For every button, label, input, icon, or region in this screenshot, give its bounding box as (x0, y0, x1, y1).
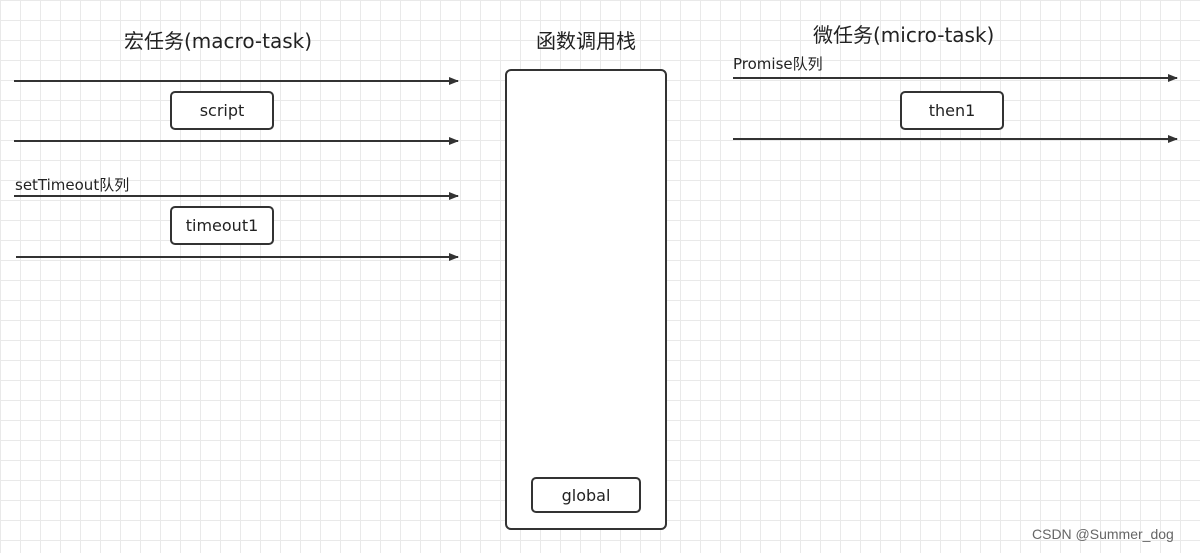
call-stack-title: 函数调用栈 (536, 29, 636, 53)
micro-task-title: 微任务(micro-task) (813, 23, 995, 47)
global-frame-box: global (531, 477, 641, 513)
promise-queue-label: Promise队列 (733, 55, 823, 73)
then1-task-box: then1 (900, 91, 1004, 130)
csdn-watermark: CSDN @Summer_dog (1032, 526, 1174, 542)
call-stack-container (505, 69, 667, 530)
script-task-box: script (170, 91, 274, 130)
settimeout-queue-label: setTimeout队列 (15, 176, 130, 194)
timeout1-task-box: timeout1 (170, 206, 274, 245)
macro-task-title: 宏任务(macro-task) (124, 29, 313, 53)
